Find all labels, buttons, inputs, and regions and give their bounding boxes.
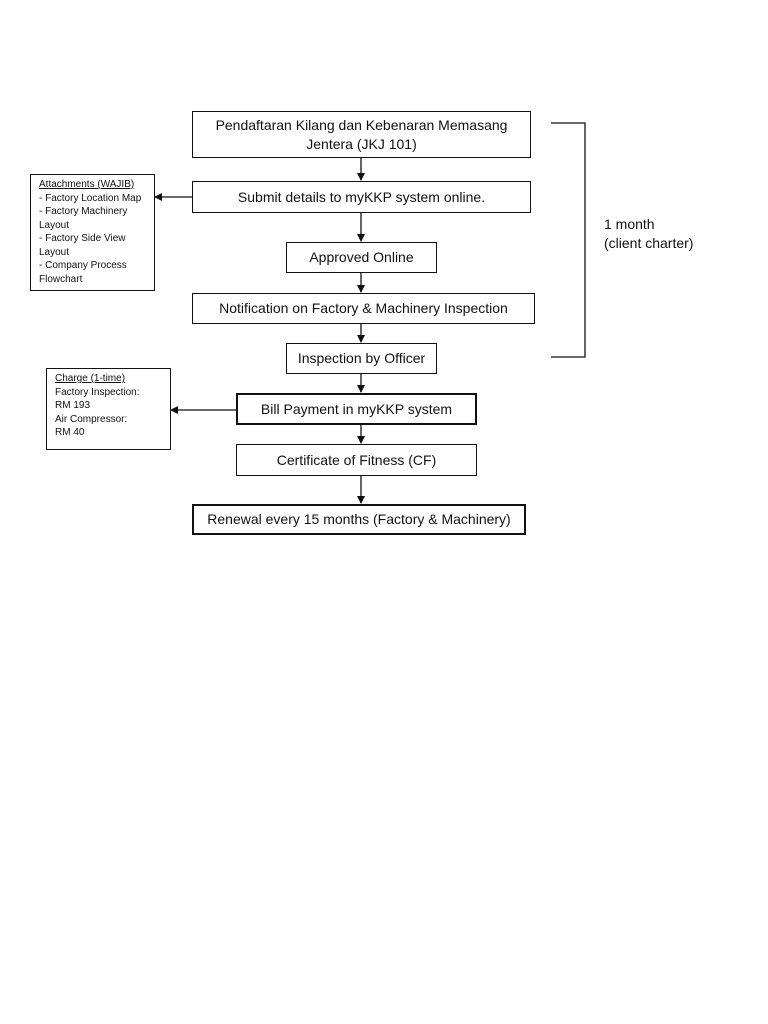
- attachments-note: Attachments (WAJIB) - Factory Location M…: [30, 174, 155, 291]
- attachments-line: Layout: [39, 246, 70, 258]
- step-registration-line2: Jentera (JKJ 101): [306, 135, 417, 152]
- charge-line: RM 40: [55, 427, 85, 438]
- step-notification-box: Notification on Factory & Machinery Insp…: [192, 293, 535, 324]
- step-bill-payment-box: Bill Payment in myKKP system: [236, 393, 477, 425]
- charge-note: Charge (1-time) Factory Inspection: RM 1…: [46, 368, 171, 450]
- attachments-line: - Factory Machinery: [39, 206, 128, 217]
- charge-line: Air Compressor:: [55, 413, 128, 425]
- step-registration-box: Pendaftaran Kilang dan Kebenaran Memasan…: [192, 111, 531, 158]
- one-month-label-line1: 1 month: [604, 216, 655, 232]
- attachments-line: - Factory Location Map: [39, 192, 142, 204]
- step-renewal-box: Renewal every 15 months (Factory & Machi…: [192, 504, 526, 535]
- charge-line: Factory Inspection:: [55, 386, 140, 398]
- step-submit-details-box: Submit details to myKKP system online.: [192, 181, 531, 213]
- one-month-label-line2: (client charter): [604, 235, 694, 251]
- charge-heading: Charge (1-time): [55, 373, 126, 384]
- step-approved-online-box: Approved Online: [286, 242, 437, 273]
- one-month-label: 1 month (client charter): [604, 215, 693, 253]
- step-inspection-box: Inspection by Officer: [286, 343, 437, 374]
- attachments-line: Layout: [39, 219, 70, 231]
- attachments-line: - Company Process: [39, 260, 127, 271]
- attachments-line: Flowchart: [39, 273, 83, 285]
- attachments-line: - Factory Side View: [39, 233, 126, 244]
- step-registration-line1: Pendaftaran Kilang dan Kebenaran Memasan…: [215, 116, 508, 133]
- one-month-bracket: [551, 122, 586, 358]
- step-certificate-box: Certificate of Fitness (CF): [236, 444, 477, 476]
- attachments-heading: Attachments (WAJIB): [39, 179, 135, 190]
- charge-line: RM 193: [55, 400, 91, 411]
